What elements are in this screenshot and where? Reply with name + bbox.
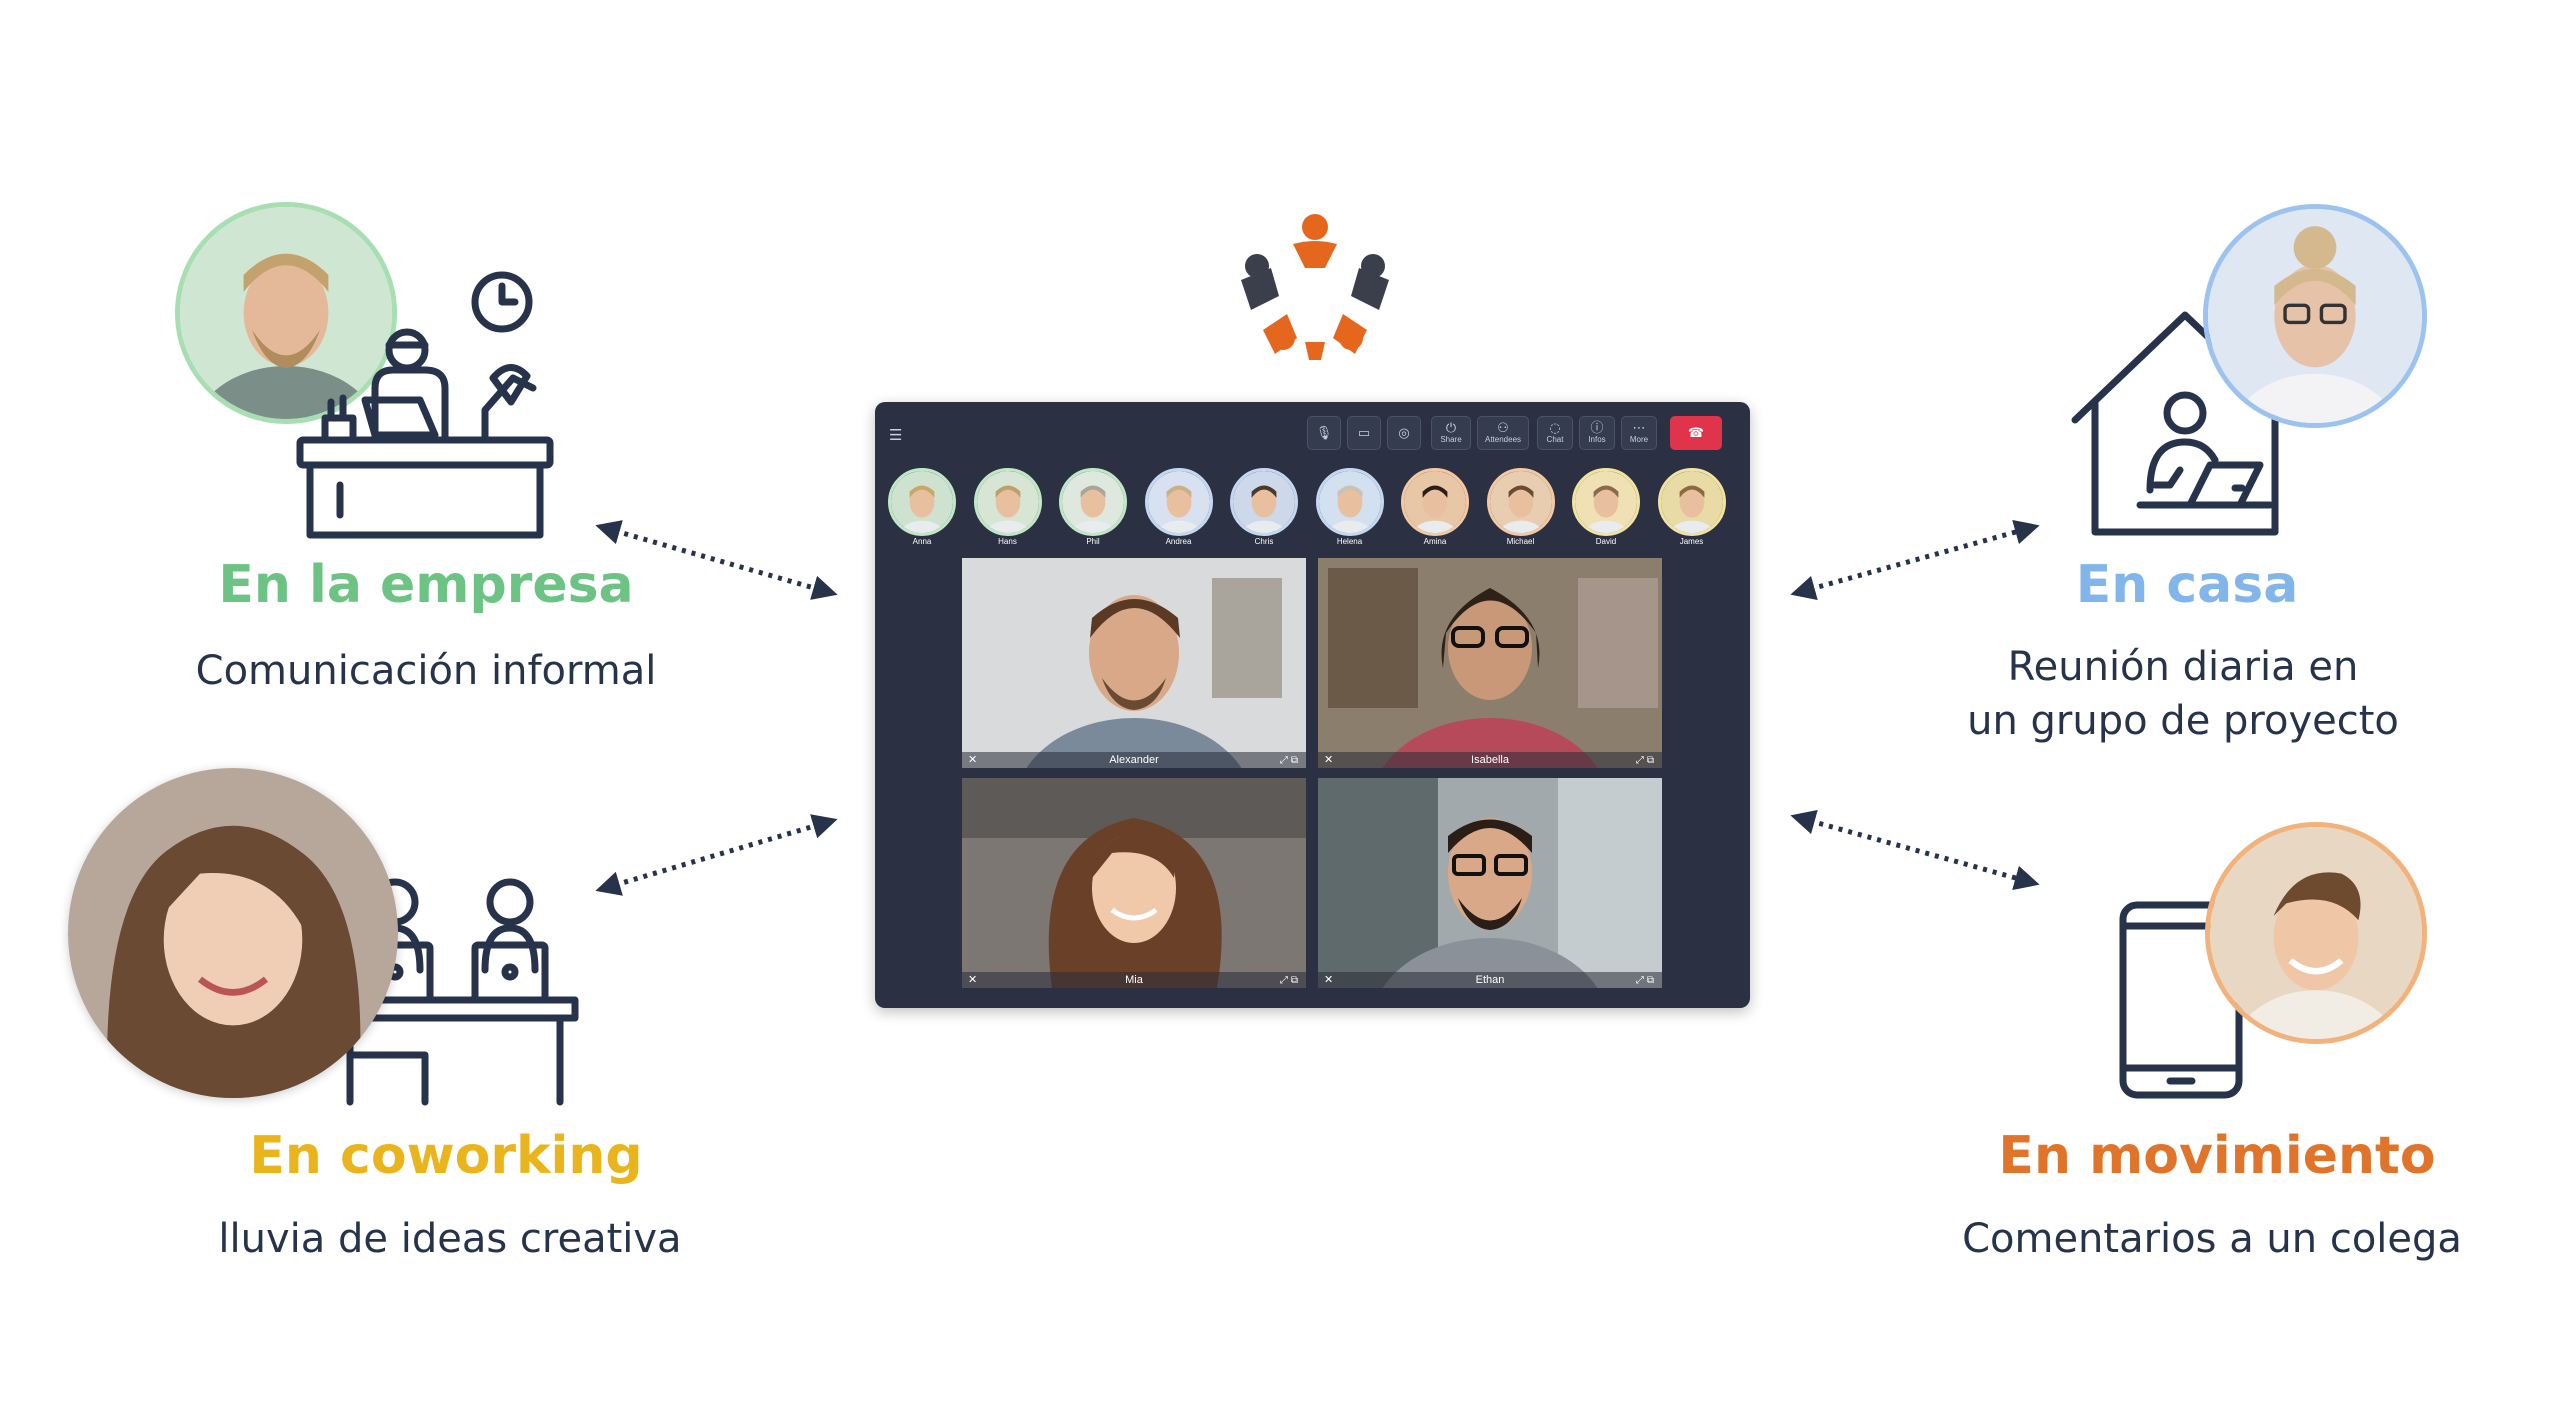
- coworking-person-avatar: [68, 768, 398, 1098]
- coworking-subtitle: lluvia de ideas creativa: [218, 1212, 681, 1266]
- infos-label: Infos: [1588, 434, 1606, 444]
- participant-avatar[interactable]: Chris: [1227, 468, 1301, 546]
- participant-avatar[interactable]: Phil: [1056, 468, 1130, 546]
- attendees-button[interactable]: ⚇ Attendees: [1477, 416, 1529, 450]
- arrow-home: [1790, 519, 2040, 601]
- home-subtitle-line-2: un grupo de proyecto: [1967, 698, 2399, 744]
- participant-photo: [1657, 468, 1726, 536]
- expand-icon[interactable]: ⤢⧉: [1279, 755, 1301, 766]
- hamburger-menu-icon[interactable]: ☰: [889, 426, 903, 444]
- participant-avatar[interactable]: Hans: [971, 468, 1045, 546]
- participant-name: Hans: [998, 537, 1017, 546]
- chat-icon: ◌: [1549, 420, 1561, 436]
- attendees-label: Attendees: [1484, 434, 1522, 444]
- participant-name: Helena: [1336, 537, 1363, 546]
- more-label: More: [1629, 434, 1649, 444]
- mobile-title: En movimiento: [1998, 1126, 2436, 1186]
- participant-avatar[interactable]: Andrea: [1142, 468, 1216, 546]
- share-label: Share: [1440, 434, 1462, 444]
- office-subtitle-line-1: Comunicación informal: [195, 648, 657, 694]
- participant-avatar[interactable]: Anna: [885, 468, 959, 546]
- participant-photo: [973, 468, 1042, 536]
- coworking-title: En coworking: [249, 1126, 643, 1186]
- tile-name: Isabella: [1318, 752, 1662, 768]
- phone-hangup-icon: ☎: [1687, 425, 1705, 441]
- mobile-person-avatar: [2205, 822, 2427, 1044]
- video-tile[interactable]: Ethan ✕ ⤢⧉: [1318, 778, 1662, 988]
- close-icon[interactable]: ✕: [968, 973, 978, 986]
- expand-icon[interactable]: ⤢⧉: [1635, 975, 1657, 986]
- home-subtitle: Reunión diaria en un grupo de proyecto: [1967, 640, 2399, 748]
- office-title: En la empresa: [218, 555, 634, 615]
- mobile-subtitle-line-1: Comentarios a un colega: [1962, 1216, 2462, 1262]
- expand-icon[interactable]: ⤢⧉: [1635, 755, 1657, 766]
- arrow-mobile: [1790, 809, 2040, 891]
- video-tile[interactable]: Alexander ✕ ⤢⧉: [962, 558, 1306, 768]
- microphone-icon: 🎙: [1315, 425, 1333, 441]
- chat-label: Chat: [1546, 434, 1564, 444]
- expand-icon[interactable]: ⤢⧉: [1279, 975, 1301, 986]
- office-subtitle: Comunicación informal: [196, 644, 657, 698]
- participant-avatar[interactable]: David: [1569, 468, 1643, 546]
- participant-avatar[interactable]: James: [1655, 468, 1729, 546]
- close-icon[interactable]: ✕: [968, 753, 978, 766]
- participant-photo: [1486, 468, 1555, 536]
- infos-button[interactable]: ⓘ Infos: [1579, 416, 1615, 450]
- participant-name: Phil: [1086, 537, 1100, 546]
- participant-photo: [1144, 468, 1213, 536]
- camera-icon: ▭: [1357, 425, 1371, 441]
- arrow-coworking: [595, 814, 838, 896]
- participant-avatar[interactable]: Michael: [1484, 468, 1558, 546]
- brand-logo: [1241, 214, 1389, 360]
- participant-name: Chris: [1254, 537, 1274, 546]
- participant-photo: [1315, 468, 1384, 536]
- info-icon: ⓘ: [1590, 420, 1604, 436]
- video-conference-window: ☰ 🎙 ▭ ◎ ⏻ Share ⚇ Attendees ◌ Chat ⓘ Inf…: [875, 402, 1750, 1008]
- tile-name: Alexander: [962, 752, 1306, 768]
- participant-name: Amina: [1423, 537, 1447, 546]
- participant-name: Andrea: [1165, 537, 1192, 546]
- participant-name: David: [1595, 537, 1617, 546]
- office-desk-icon: [296, 271, 554, 539]
- participant-photo: [1230, 468, 1298, 536]
- participant-photo: [1401, 468, 1469, 536]
- camera-button[interactable]: ▭: [1347, 416, 1381, 450]
- video-tile[interactable]: Mia ✕ ⤢⧉: [962, 778, 1306, 988]
- share-icon: ⏻: [1445, 420, 1457, 436]
- effects-icon: ◎: [1398, 425, 1410, 441]
- more-icon: ⋯: [1632, 420, 1646, 436]
- home-subtitle-line-1: Reunión diaria en: [2007, 644, 2359, 690]
- participant-photo: [888, 468, 956, 536]
- mic-button[interactable]: 🎙: [1307, 416, 1341, 450]
- participant-name: Anna: [912, 537, 932, 546]
- coworking-subtitle-line-1: lluvia de ideas creativa: [218, 1216, 682, 1262]
- participant-avatar[interactable]: Helena: [1313, 468, 1387, 546]
- hangup-button[interactable]: ☎: [1670, 416, 1722, 450]
- home-office-icon: [2071, 311, 2299, 536]
- mobile-subtitle: Comentarios a un colega: [1962, 1212, 2462, 1266]
- tile-name: Mia: [962, 972, 1306, 988]
- participant-name: James: [1679, 537, 1704, 546]
- more-button[interactable]: ⋯ More: [1621, 416, 1657, 450]
- participant-photo: [1572, 468, 1640, 536]
- home-person-avatar: [2203, 204, 2427, 428]
- participant-photo: [1059, 468, 1127, 536]
- close-icon[interactable]: ✕: [1324, 973, 1334, 986]
- close-icon[interactable]: ✕: [1324, 753, 1334, 766]
- share-button[interactable]: ⏻ Share: [1431, 416, 1471, 450]
- participant-name: Michael: [1506, 537, 1535, 546]
- tile-name: Ethan: [1318, 972, 1662, 988]
- arrow-office: [595, 520, 838, 600]
- attendees-icon: ⚇: [1497, 420, 1509, 436]
- video-tile[interactable]: Isabella ✕ ⤢⧉: [1318, 558, 1662, 768]
- home-title: En casa: [2075, 555, 2299, 615]
- chat-button[interactable]: ◌ Chat: [1537, 416, 1573, 450]
- effects-button[interactable]: ◎: [1387, 416, 1421, 450]
- participant-avatar[interactable]: Amina: [1398, 468, 1472, 546]
